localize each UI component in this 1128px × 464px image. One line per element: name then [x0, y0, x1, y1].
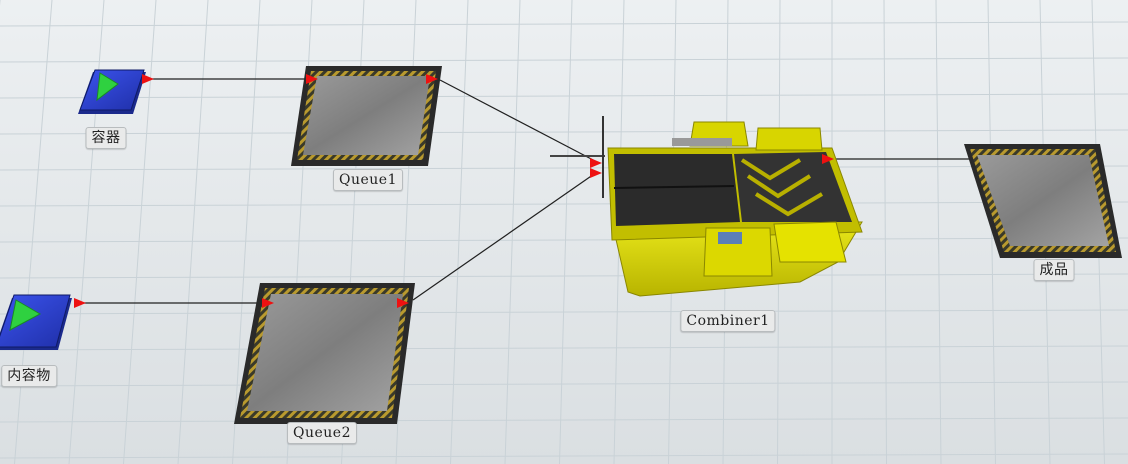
connector-queue2-combiner1[interactable]	[412, 171, 598, 301]
grid-line	[14, 0, 53, 464]
input-port-icon[interactable]	[262, 298, 274, 308]
object-label-source2[interactable]: 内容物	[1, 365, 57, 387]
input-port-icon[interactable]	[306, 74, 318, 84]
connectors	[78, 78, 978, 304]
grid-line	[0, 345, 1128, 351]
grid-line	[0, 201, 1128, 207]
grid-line	[177, 0, 209, 464]
grid-line	[450, 0, 469, 464]
grid-line	[935, 0, 942, 464]
output-port-icon[interactable]	[426, 74, 438, 84]
output-port-icon[interactable]	[74, 298, 86, 308]
output-port-icon[interactable]	[397, 298, 409, 308]
source-object-2[interactable]	[0, 294, 86, 350]
combiner-object[interactable]	[550, 116, 863, 297]
grid-line	[0, 129, 1128, 135]
grid-line	[0, 237, 1128, 243]
grid-line	[0, 57, 1128, 63]
connector-queue1-combiner1[interactable]	[439, 79, 598, 163]
object-label-sink[interactable]: 成品	[1033, 259, 1075, 281]
grid-line	[0, 273, 1128, 279]
grid-line	[232, 0, 261, 464]
object-label-queue2[interactable]: Queue2	[287, 422, 357, 444]
source-object-1[interactable]	[78, 69, 154, 114]
source-arrow-icon	[96, 72, 119, 102]
grid-line	[0, 165, 1128, 171]
grid-line	[987, 0, 996, 464]
grid-line	[504, 0, 521, 464]
output-port-icon[interactable]	[822, 154, 834, 164]
grid-line	[0, 21, 1128, 27]
queue-object-2[interactable]	[234, 283, 415, 424]
grid-line	[559, 0, 573, 464]
grid-line	[123, 0, 157, 464]
grid-line	[0, 453, 1128, 459]
grid-line	[0, 93, 1128, 99]
input-port-icon[interactable]	[590, 158, 602, 168]
queue-object-1[interactable]	[291, 66, 442, 166]
object-label-source1[interactable]: 容器	[85, 127, 127, 149]
object-label-combiner1[interactable]: Combiner1	[680, 310, 776, 332]
input-port-icon[interactable]	[590, 168, 602, 178]
grid-line	[0, 381, 1128, 387]
source-arrow-icon	[9, 299, 42, 331]
queue-object-sink[interactable]	[964, 144, 1122, 258]
output-port-icon[interactable]	[142, 74, 154, 84]
grid-line	[883, 0, 887, 464]
object-label-queue1[interactable]: Queue1	[333, 169, 403, 191]
grid-line	[0, 417, 1128, 423]
